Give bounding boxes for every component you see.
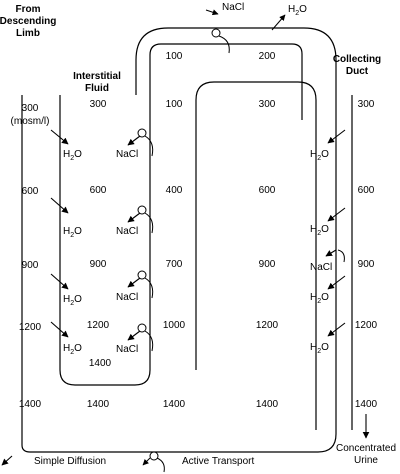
svg-text:900: 900 (90, 259, 107, 270)
svg-text:600: 600 (90, 185, 107, 196)
svg-text:700: 700 (166, 259, 183, 270)
svg-text:300: 300 (259, 99, 276, 110)
pump-icon (137, 323, 154, 352)
svg-text:NaCl: NaCl (116, 226, 138, 237)
pump-icon (137, 205, 154, 234)
svg-text:Interstitial: Interstitial (73, 71, 121, 82)
svg-text:Urine: Urine (354, 455, 378, 466)
svg-text:1400: 1400 (256, 399, 279, 410)
loop-outer-wall (21, 27, 337, 453)
legend: Simple Diffusion Active Transport (1, 451, 254, 473)
collecting-duct-inner-wall (195, 81, 317, 430)
concentrated-urine-label: Concentrated Urine (336, 443, 396, 466)
top-nacl-label: NaCl (222, 2, 244, 13)
h2o-label: H2O (310, 224, 329, 237)
svg-text:From: From (16, 4, 41, 15)
h2o-label: H2O (310, 149, 329, 162)
svg-text:Collecting: Collecting (333, 54, 381, 65)
svg-text:Limb: Limb (16, 28, 40, 39)
svg-text:900: 900 (259, 259, 276, 270)
h2o-label: H2O (63, 226, 82, 239)
svg-text:300: 300 (90, 99, 107, 110)
svg-text:NaCl: NaCl (116, 344, 138, 355)
svg-text:Concentrated: Concentrated (336, 443, 396, 454)
legend-active-transport: Active Transport (182, 456, 254, 467)
pump-icon (137, 128, 154, 157)
tubule-walls (21, 27, 353, 453)
svg-text:1200: 1200 (87, 320, 110, 331)
svg-text:600: 600 (259, 185, 276, 196)
svg-text:900: 900 (22, 260, 39, 271)
svg-text:200: 200 (259, 51, 276, 62)
interstitial-right-values: 200 300 600 900 1200 1400 (256, 51, 279, 410)
ascending-values: 100 100 400 700 1000 1400 (163, 51, 186, 410)
descending-water-diffusion: H2O H2O H2O H2O (50, 129, 82, 356)
svg-text:100: 100 (166, 99, 183, 110)
simple-diffusion-arrow-icon (1, 455, 13, 466)
svg-text:300: 300 (22, 103, 39, 114)
active-transport-icon (142, 451, 165, 473)
top-nacl-arrow (205, 9, 219, 16)
nacl-label: NaCl (310, 262, 332, 273)
svg-text:300: 300 (358, 99, 375, 110)
svg-text:600: 600 (358, 185, 375, 196)
svg-text:1400: 1400 (19, 399, 42, 410)
descending-values: 300 (mosm/l) 600 900 1200 1400 (11, 103, 50, 410)
svg-text:Fluid: Fluid (85, 83, 109, 94)
header-collecting-duct: Collecting Duct (333, 54, 381, 77)
header-descending-limb: From Descending Limb (0, 4, 56, 39)
top-h2o-label: H2O (288, 4, 307, 17)
collecting-values: 300 600 900 1200 1400 (355, 99, 378, 410)
svg-text:1400: 1400 (355, 399, 378, 410)
svg-text:Duct: Duct (346, 66, 369, 77)
pump-icon (337, 249, 345, 263)
h2o-label: H2O (310, 342, 329, 355)
loop-tip-value: 1400 (89, 358, 112, 369)
svg-text:1400: 1400 (87, 399, 110, 410)
collecting-water-diffusion: H2O H2O NaCl H2O H2O (310, 129, 346, 355)
svg-text:NaCl: NaCl (116, 292, 138, 303)
interstitial-left-values: 300 600 900 1200 1400 1400 (87, 99, 112, 410)
svg-text:1200: 1200 (256, 320, 279, 331)
h2o-label: H2O (63, 294, 82, 307)
svg-text:400: 400 (166, 185, 183, 196)
svg-text:100: 100 (166, 51, 183, 62)
legend-simple-diffusion: Simple Diffusion (34, 456, 106, 467)
svg-text:900: 900 (358, 259, 375, 270)
h2o-label: H2O (63, 149, 82, 162)
svg-text:1200: 1200 (19, 322, 42, 333)
svg-text:1000: 1000 (163, 320, 186, 331)
top-h2o-arrow (271, 14, 286, 31)
header-interstitial-fluid: Interstitial Fluid (73, 71, 121, 94)
svg-text:600: 600 (22, 186, 39, 197)
svg-text:1400: 1400 (163, 399, 186, 410)
unit-label: (mosm/l) (11, 116, 50, 127)
top-pump-icon (211, 28, 230, 54)
svg-text:NaCl: NaCl (116, 149, 138, 160)
h2o-label: H2O (310, 292, 329, 305)
pump-icon (137, 270, 154, 299)
h2o-label: H2O (63, 343, 82, 356)
ascending-nacl-pumps: NaCl NaCl NaCl NaCl (116, 128, 154, 355)
loop-inner-wall (59, 43, 303, 386)
svg-text:1200: 1200 (355, 320, 378, 331)
svg-text:Descending: Descending (0, 16, 56, 27)
